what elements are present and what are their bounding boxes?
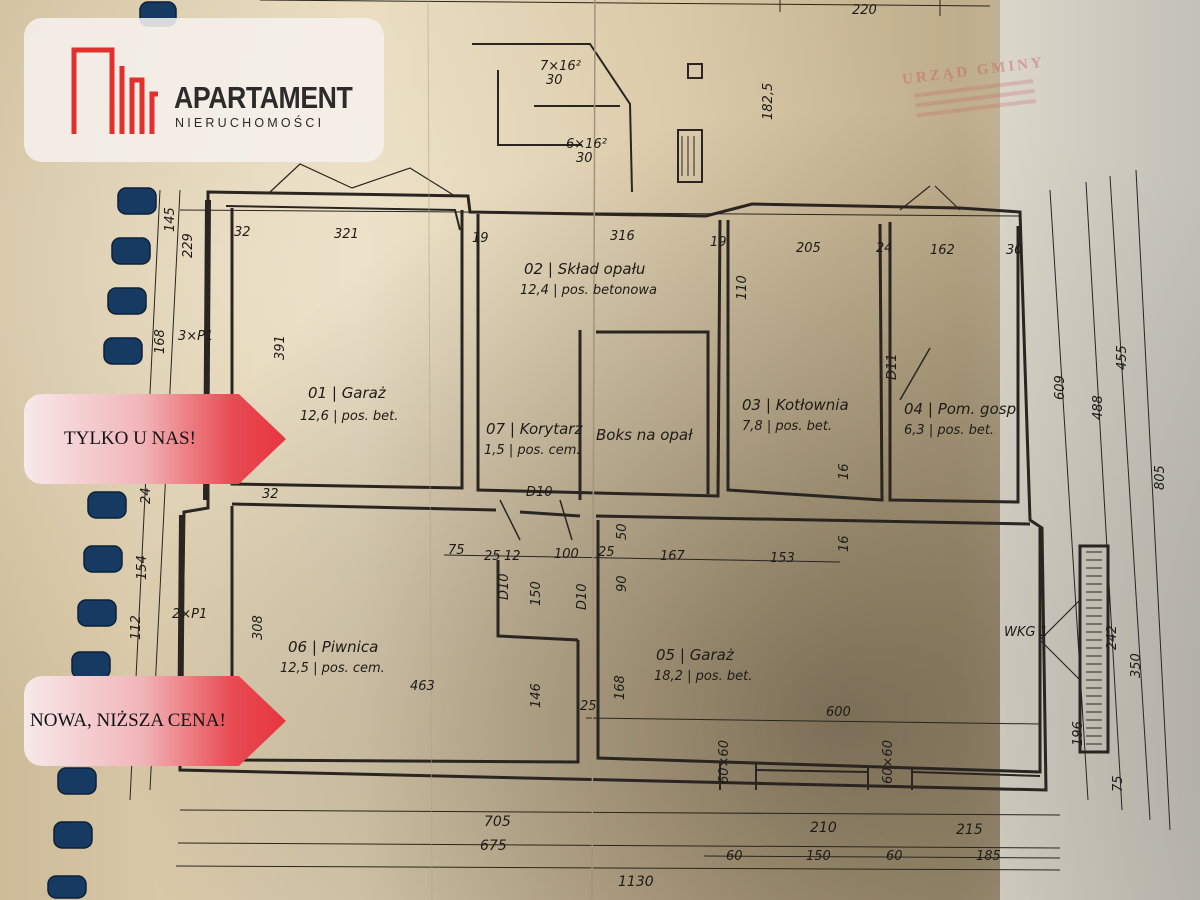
dim-167: 167 [660, 549, 686, 564]
dim-16b: 16 [837, 535, 852, 552]
brand-name: APARTAMENT [174, 80, 353, 115]
dim-153: 153 [770, 551, 795, 566]
dim-321: 321 [334, 227, 359, 242]
dim-win1b: 30 [546, 73, 563, 88]
dim-30: 30 [1006, 243, 1023, 258]
dim-205: 205 [796, 241, 821, 256]
dim-675: 675 [480, 838, 507, 854]
brand-logo-icon [71, 47, 158, 134]
dim-24v: 24 [139, 487, 154, 504]
dim-154: 154 [135, 555, 150, 580]
dim-110: 110 [735, 275, 750, 300]
room-04-label: 04 | Pom. gosp. [904, 400, 1021, 418]
dim-32b: 32 [262, 487, 279, 502]
dim-145: 145 [163, 207, 178, 232]
dim-185: 185 [976, 849, 1001, 864]
dim-25a: 25 [484, 549, 501, 564]
wkg-label: WKG 1 [1004, 625, 1048, 640]
room-03-info: 7,8 | pos. bet. [742, 419, 832, 434]
dim-455: 455 [1115, 345, 1130, 370]
room-06-label: 06 | Piwnica [288, 638, 378, 656]
dim-d10b: D10 [497, 573, 512, 600]
dim-162: 162 [930, 243, 955, 258]
dim-75v: 75 [1111, 775, 1126, 792]
room-04-info: 6,3 | pos. bet. [904, 423, 994, 438]
dim-60x60a: 60×60 [717, 740, 732, 784]
boks-label: Boks na opał [596, 426, 693, 444]
dim-308: 308 [251, 615, 266, 640]
dim-100: 100 [554, 547, 579, 562]
dim-19a: 19 [472, 231, 489, 246]
room-02-info: 12,4 | pos. betonowa [520, 283, 657, 298]
dim-168b: 168 [613, 675, 628, 700]
dim-215: 215 [956, 822, 983, 838]
room-02-label: 02 | Skład opału [524, 260, 645, 278]
dim-463: 463 [410, 679, 435, 694]
dim-146: 146 [529, 683, 544, 708]
price-badge-text: NOWA, NIŻSZA CENA! [30, 710, 226, 731]
dim-196: 196 [1071, 721, 1086, 746]
dim-488: 488 [1091, 395, 1106, 420]
price-badge: NOWA, NIŻSZA CENA! [24, 676, 286, 766]
dim-win2b: 30 [576, 151, 593, 166]
dim-316: 316 [610, 229, 635, 244]
dim-350: 350 [1129, 653, 1144, 678]
dim-182: 182,5 [761, 83, 776, 120]
dim-3p1: 3×P1 [178, 329, 213, 344]
dim-705: 705 [484, 814, 511, 830]
dim-210: 210 [810, 820, 837, 836]
dim-805: 805 [1153, 465, 1168, 490]
dim-24: 24 [876, 241, 893, 256]
room-01-label: 01 | Garaż [308, 384, 387, 402]
dim-d10c: D10 [575, 583, 590, 610]
dim-242: 242 [1105, 625, 1120, 650]
dim-d10a: D10 [526, 485, 553, 500]
paper-edge [1000, 0, 1200, 900]
exclusive-badge-text: TYLKO U NAS! [64, 428, 196, 449]
dim-609: 609 [1053, 375, 1068, 400]
dim-90: 90 [615, 575, 630, 592]
exclusive-badge: TYLKO U NAS! [24, 394, 286, 484]
binding-rings [47, 1, 177, 899]
dim-win1: 7×16² [540, 59, 581, 74]
dim-60a: 60 [726, 849, 743, 864]
dim-top-220: 220 [852, 3, 877, 18]
room-07-info: 1,5 | pos. cem. [484, 443, 581, 458]
dim-600: 600 [826, 705, 851, 720]
dim-150v: 150 [529, 581, 544, 606]
dim-112: 112 [129, 615, 144, 640]
dim-25c: 25 [580, 699, 597, 714]
dim-150: 150 [806, 849, 831, 864]
brand-logo: APARTAMENT NIERUCHOMOŚCI [24, 18, 384, 162]
dim-60b: 60 [886, 849, 903, 864]
room-01-info: 12,6 | pos. bet. [300, 409, 398, 424]
dim-229: 229 [181, 233, 196, 258]
dim-d11: D11 [885, 353, 900, 380]
dim-win2: 6×16² [566, 137, 607, 152]
room-05-info: 18,2 | pos. bet. [654, 669, 752, 684]
dim-2p1: 2×P1 [172, 607, 207, 622]
dim-16a: 16 [837, 463, 852, 480]
dim-75: 75 [448, 543, 465, 558]
room-05-label: 05 | Garaż [656, 646, 735, 664]
brand-tagline: NIERUCHOMOŚCI [175, 116, 325, 130]
dim-60x60b: 60×60 [881, 740, 896, 784]
room-03-label: 03 | Kotłownia [742, 396, 849, 414]
dim-32a: 32 [234, 225, 251, 240]
room-07-label: 07 | Korytarz [486, 420, 583, 438]
dim-391: 391 [273, 335, 288, 360]
dim-19b: 19 [710, 235, 727, 250]
dim-1130: 1130 [618, 874, 654, 890]
dim-12: 12 [504, 549, 521, 564]
room-06-info: 12,5 | pos. cem. [280, 661, 385, 676]
dim-50: 50 [615, 523, 630, 540]
dim-25b: 25 [598, 545, 615, 560]
dim-168: 168 [153, 329, 168, 354]
